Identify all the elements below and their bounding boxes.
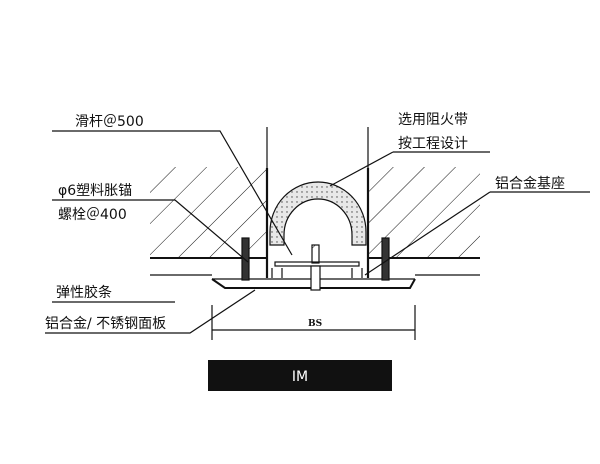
dimension-label: BS (308, 319, 322, 329)
fire-belt-label-line2: 按工程设计 (398, 136, 468, 152)
left-anchor-bolt (241, 237, 250, 281)
base-label: 铝合金基座 (495, 175, 565, 192)
fire-belt-label-line1: 选用阻火带 (398, 112, 468, 128)
anchor-label-line1: φ6塑料胀锚 (58, 183, 132, 199)
right-anchor-bolt (381, 237, 390, 281)
fire-resistant-belt (269, 181, 367, 246)
caption-text: IM (292, 369, 308, 385)
center-bolt (311, 244, 320, 264)
rubber-strip-label: 弹性胶条 (56, 284, 112, 301)
cover-plate-label: 铝合金/ 不锈钢面板 (45, 316, 166, 332)
anchor-label-line2: 螺栓＠400 (58, 207, 127, 223)
slide-bar-label: 滑杆＠500 (75, 113, 144, 130)
caption-box (208, 360, 392, 391)
